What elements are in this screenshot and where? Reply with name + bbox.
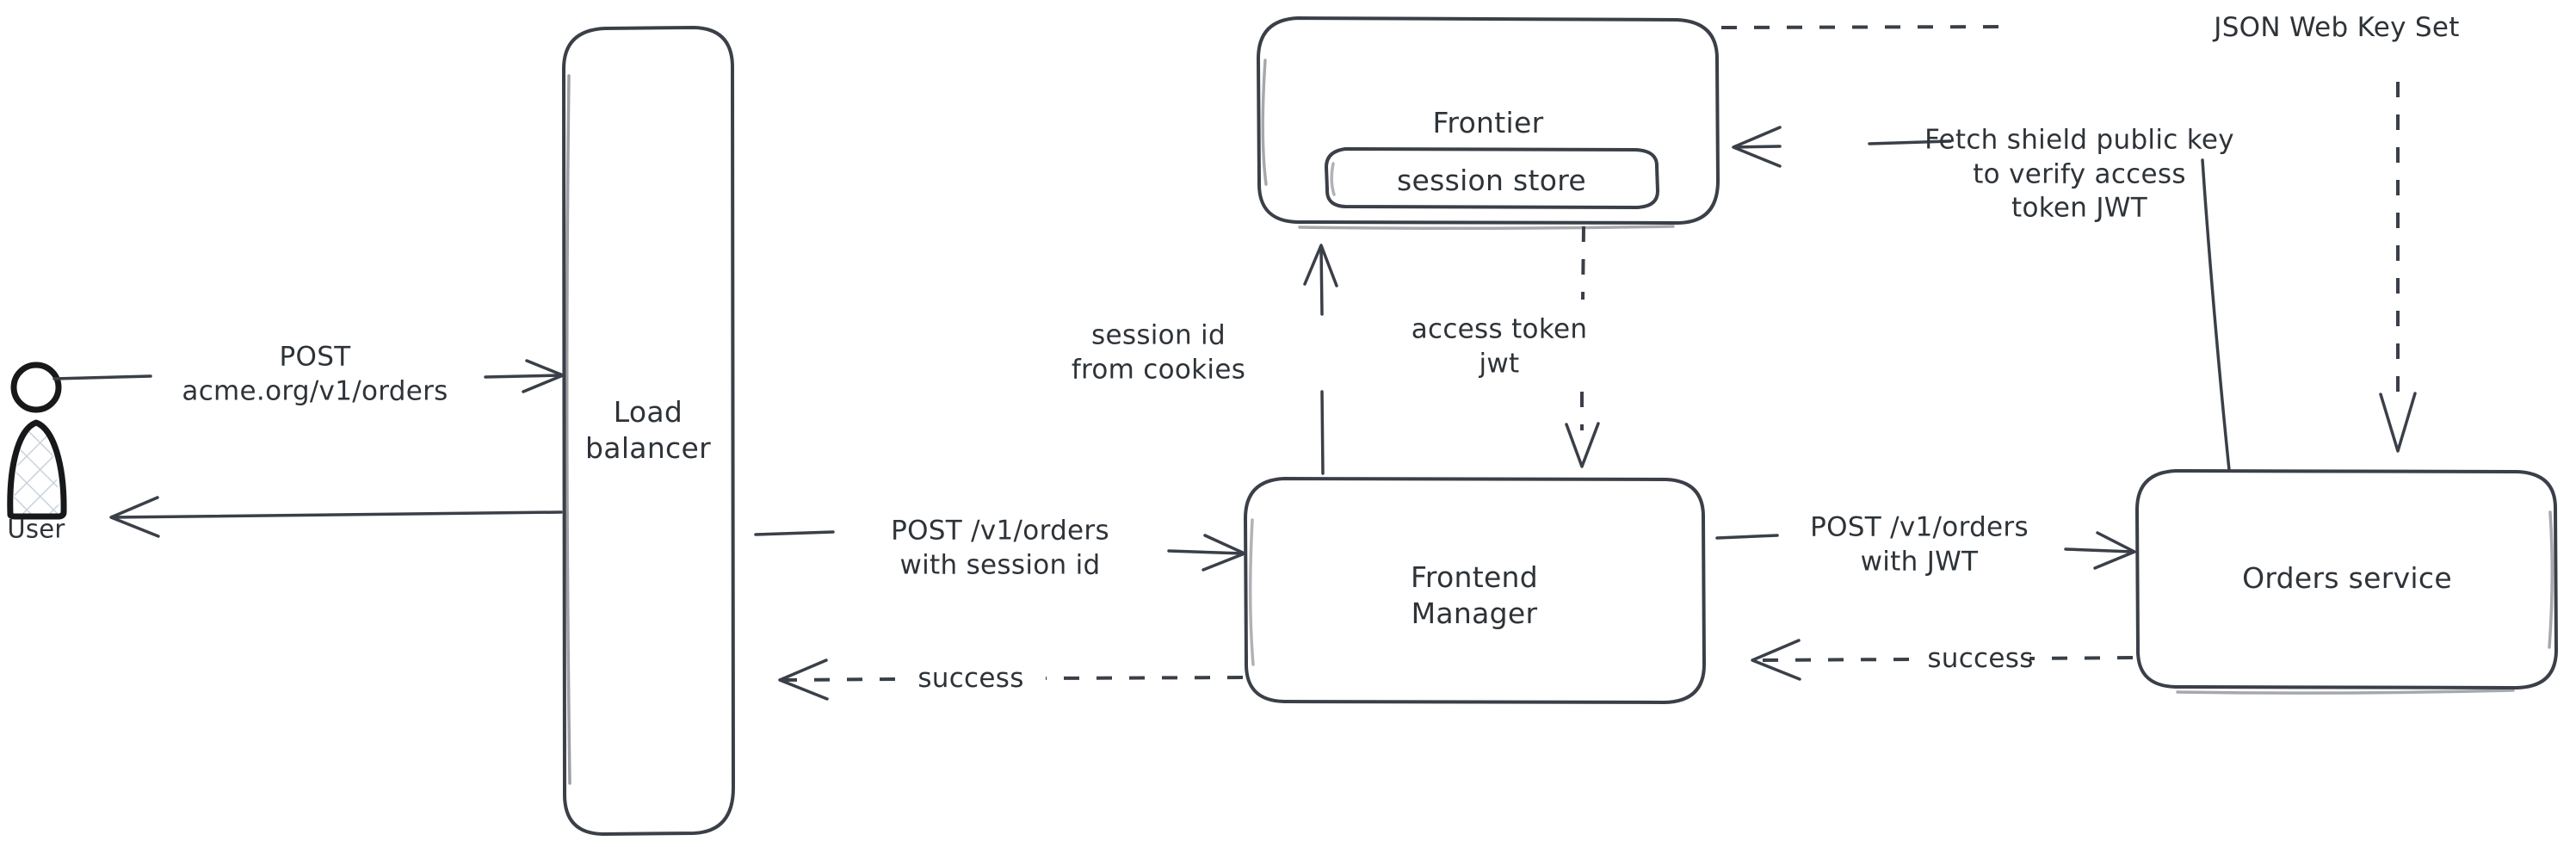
edge-user-to-load-balancer bbox=[53, 359, 565, 393]
edge-frontend-manager-to-frontier bbox=[1303, 244, 1338, 475]
frontend-manager-shape[interactable] bbox=[1244, 477, 1706, 704]
edge-orders-service-fetch-public-key bbox=[1732, 126, 2231, 472]
edge-load-balancer-to-frontend-manager bbox=[754, 530, 1246, 572]
user-person-icon bbox=[7, 362, 67, 520]
session-store-shape[interactable] bbox=[1325, 147, 1659, 209]
edge-frontier-jwks-to-orders-service bbox=[1720, 25, 2417, 453]
orders-service-shape[interactable] bbox=[2135, 469, 2558, 695]
load-balancer-shape[interactable] bbox=[562, 26, 735, 836]
edge-frontier-to-frontend-manager bbox=[1565, 226, 1600, 468]
edge-frontend-manager-to-orders-service bbox=[1715, 531, 2136, 570]
edge-orders-service-to-frontend-manager-success bbox=[1751, 639, 2134, 681]
edge-frontend-manager-to-load-balancer-success bbox=[778, 658, 1244, 701]
edge-load-balancer-to-user bbox=[109, 496, 563, 538]
